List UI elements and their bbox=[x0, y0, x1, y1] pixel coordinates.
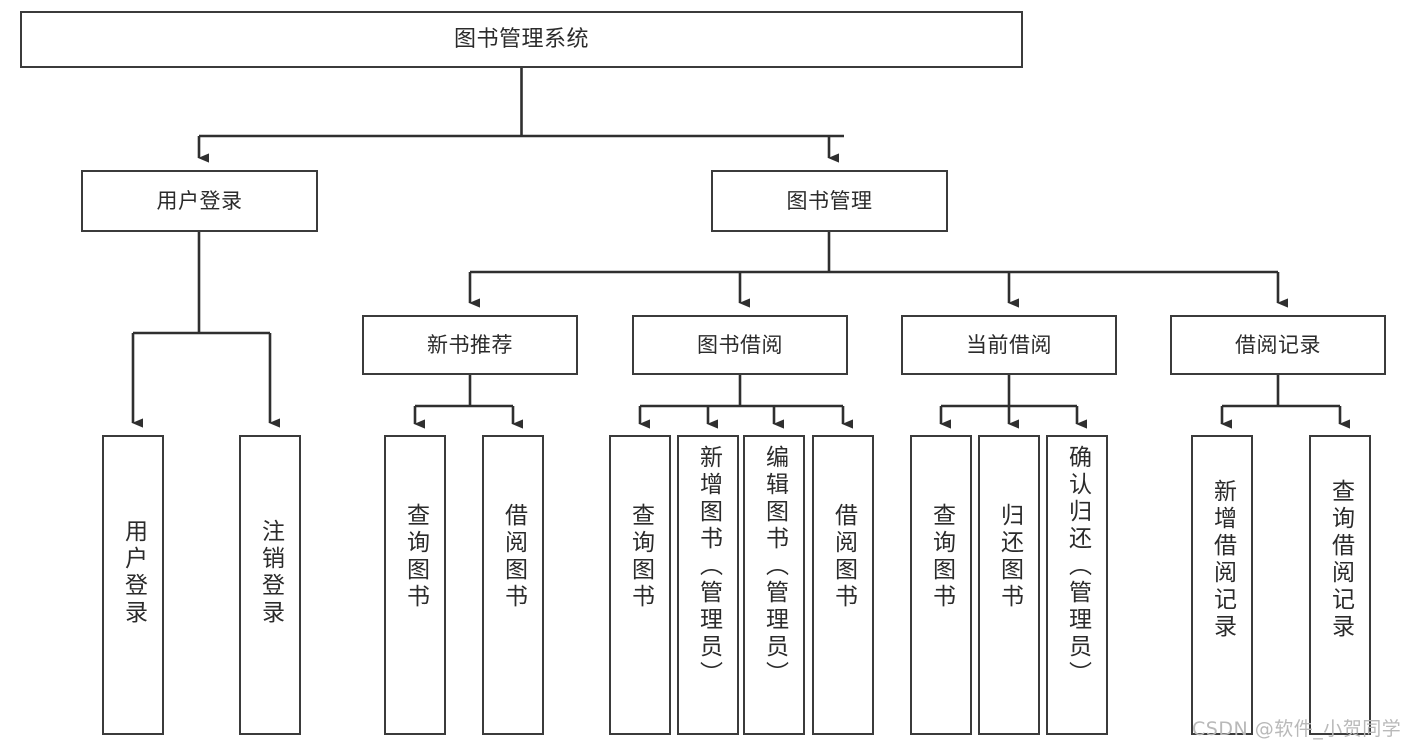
node-book-management-label: 图书管理 bbox=[786, 188, 873, 213]
node-leaf-edit-book[interactable]: 编辑图书（管理员） bbox=[743, 435, 805, 735]
node-current-borrow[interactable]: 当前借阅 bbox=[901, 315, 1117, 375]
node-user-login-label: 用户登录 bbox=[156, 188, 243, 213]
node-leaf-query-book-2-label: 查询图书 bbox=[627, 503, 654, 611]
node-leaf-confirm-return-label: 确认归还（管理员） bbox=[1064, 445, 1091, 688]
node-leaf-add-record-label: 新增借阅记录 bbox=[1209, 479, 1236, 641]
node-leaf-return-book[interactable]: 归还图书 bbox=[978, 435, 1040, 735]
node-new-book-recommend[interactable]: 新书推荐 bbox=[362, 315, 578, 375]
node-borrow-record-label: 借阅记录 bbox=[1235, 332, 1321, 357]
node-leaf-query-record-label: 查询借阅记录 bbox=[1327, 479, 1354, 641]
node-leaf-confirm-return[interactable]: 确认归还（管理员） bbox=[1046, 435, 1108, 735]
node-leaf-query-book-1[interactable]: 查询图书 bbox=[384, 435, 446, 735]
node-leaf-borrow-book-2[interactable]: 借阅图书 bbox=[812, 435, 874, 735]
node-root-label: 图书管理系统 bbox=[453, 26, 589, 52]
node-leaf-borrow-book-1-label: 借阅图书 bbox=[500, 503, 527, 611]
node-leaf-edit-book-label: 编辑图书（管理员） bbox=[761, 445, 788, 688]
node-leaf-add-record[interactable]: 新增借阅记录 bbox=[1191, 435, 1253, 735]
node-leaf-query-record[interactable]: 查询借阅记录 bbox=[1309, 435, 1371, 735]
node-leaf-borrow-book-2-label: 借阅图书 bbox=[830, 503, 857, 611]
node-leaf-logout-label: 注销登录 bbox=[257, 519, 284, 627]
csdn-watermark: CSDN @软件_小贺同学 bbox=[1192, 718, 1402, 740]
node-leaf-user-login[interactable]: 用户登录 bbox=[102, 435, 164, 735]
node-leaf-borrow-book-1[interactable]: 借阅图书 bbox=[482, 435, 544, 735]
node-leaf-return-book-label: 归还图书 bbox=[996, 503, 1023, 611]
node-book-borrow[interactable]: 图书借阅 bbox=[632, 315, 848, 375]
node-leaf-query-book-1-label: 查询图书 bbox=[402, 503, 429, 611]
node-leaf-add-book-label: 新增图书（管理员） bbox=[695, 445, 722, 688]
node-book-management[interactable]: 图书管理 bbox=[711, 170, 948, 232]
node-leaf-user-login-label: 用户登录 bbox=[120, 519, 147, 627]
node-leaf-logout[interactable]: 注销登录 bbox=[239, 435, 301, 735]
node-leaf-query-book-3-label: 查询图书 bbox=[928, 503, 955, 611]
node-leaf-query-book-2[interactable]: 查询图书 bbox=[609, 435, 671, 735]
node-leaf-add-book[interactable]: 新增图书（管理员） bbox=[677, 435, 739, 735]
node-book-borrow-label: 图书借阅 bbox=[697, 332, 783, 357]
node-new-book-recommend-label: 新书推荐 bbox=[427, 332, 513, 357]
node-borrow-record[interactable]: 借阅记录 bbox=[1170, 315, 1386, 375]
node-root[interactable]: 图书管理系统 bbox=[20, 11, 1023, 68]
node-leaf-query-book-3[interactable]: 查询图书 bbox=[910, 435, 972, 735]
node-user-login[interactable]: 用户登录 bbox=[81, 170, 318, 232]
node-current-borrow-label: 当前借阅 bbox=[966, 332, 1052, 357]
